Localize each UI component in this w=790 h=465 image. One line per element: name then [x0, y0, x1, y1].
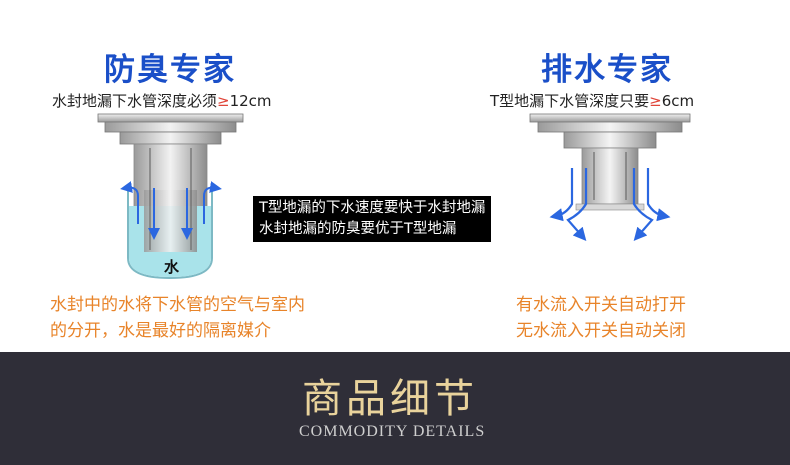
- right-subtitle-text: T型地漏下水管深度只要: [490, 92, 650, 110]
- comparison-box: T型地漏的下水速度要快于水封地漏 水封地漏的防臭要优于T型地漏: [253, 196, 492, 242]
- left-note-line2: 的分开，水是最好的隔离媒介: [50, 321, 271, 341]
- airflow-arrows: [120, 181, 222, 240]
- drain-collar: [119, 131, 222, 145]
- footer-cn-title: 商品细节: [302, 376, 478, 422]
- right-note: 有水流入开关自动打开 无水流入开关自动关闭: [516, 292, 686, 344]
- t-valve-flap: [575, 203, 645, 211]
- left-subtitle-text: 水封地漏下水管深度必须: [52, 92, 218, 110]
- t-drain-plate-lower: [537, 121, 683, 133]
- left-subtitle-value: 12cm: [229, 92, 272, 110]
- left-subtitle: 水封地漏下水管深度必须≥12cm: [52, 90, 272, 111]
- comparison-line1: T型地漏的下水速度要快于水封地漏: [259, 200, 486, 216]
- right-note-line2: 无水流入开关自动关闭: [516, 321, 686, 341]
- left-note-line1: 水封中的水将下水管的空气与室内: [50, 295, 305, 315]
- t-type-drain-diagram: [529, 113, 691, 241]
- t-drain-pipe: [581, 147, 639, 205]
- water-seal-drain-diagram: [97, 113, 244, 280]
- t-drain-plate: [529, 113, 691, 123]
- drain-flow-arrows: [549, 168, 671, 241]
- right-subtitle-value: 6cm: [661, 92, 695, 110]
- left-subtitle-symbol: ≥: [217, 92, 230, 110]
- right-subtitle: T型地漏下水管深度只要≥6cm: [490, 90, 694, 111]
- footer-banner: [0, 352, 790, 465]
- left-note: 水封中的水将下水管的空气与室内 的分开，水是最好的隔离媒介: [50, 292, 305, 344]
- water-cup: [127, 190, 213, 280]
- comparison-line2: 水封地漏的防臭要优于T型地漏: [259, 221, 457, 237]
- right-title: 排水专家: [541, 52, 673, 88]
- footer-en-title: COMMODITY DETAILS: [299, 423, 486, 440]
- water-label: 水: [164, 258, 180, 276]
- drain-plate: [97, 113, 244, 123]
- left-title: 防臭专家: [104, 52, 236, 88]
- right-subtitle-symbol: ≥: [649, 92, 662, 110]
- t-drain-collar: [563, 131, 657, 149]
- right-note-line1: 有水流入开关自动打开: [516, 295, 686, 315]
- drain-plate-lower: [104, 121, 237, 133]
